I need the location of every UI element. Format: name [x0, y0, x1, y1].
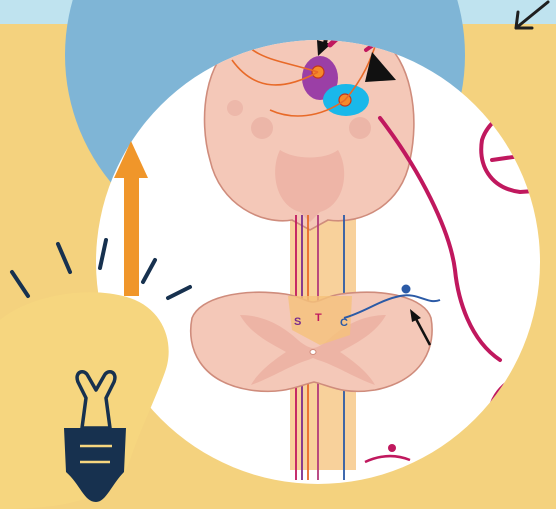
tract-label-t: T [315, 312, 322, 324]
tract-label-c: C [340, 317, 348, 329]
tract-label-s: S [294, 316, 301, 328]
